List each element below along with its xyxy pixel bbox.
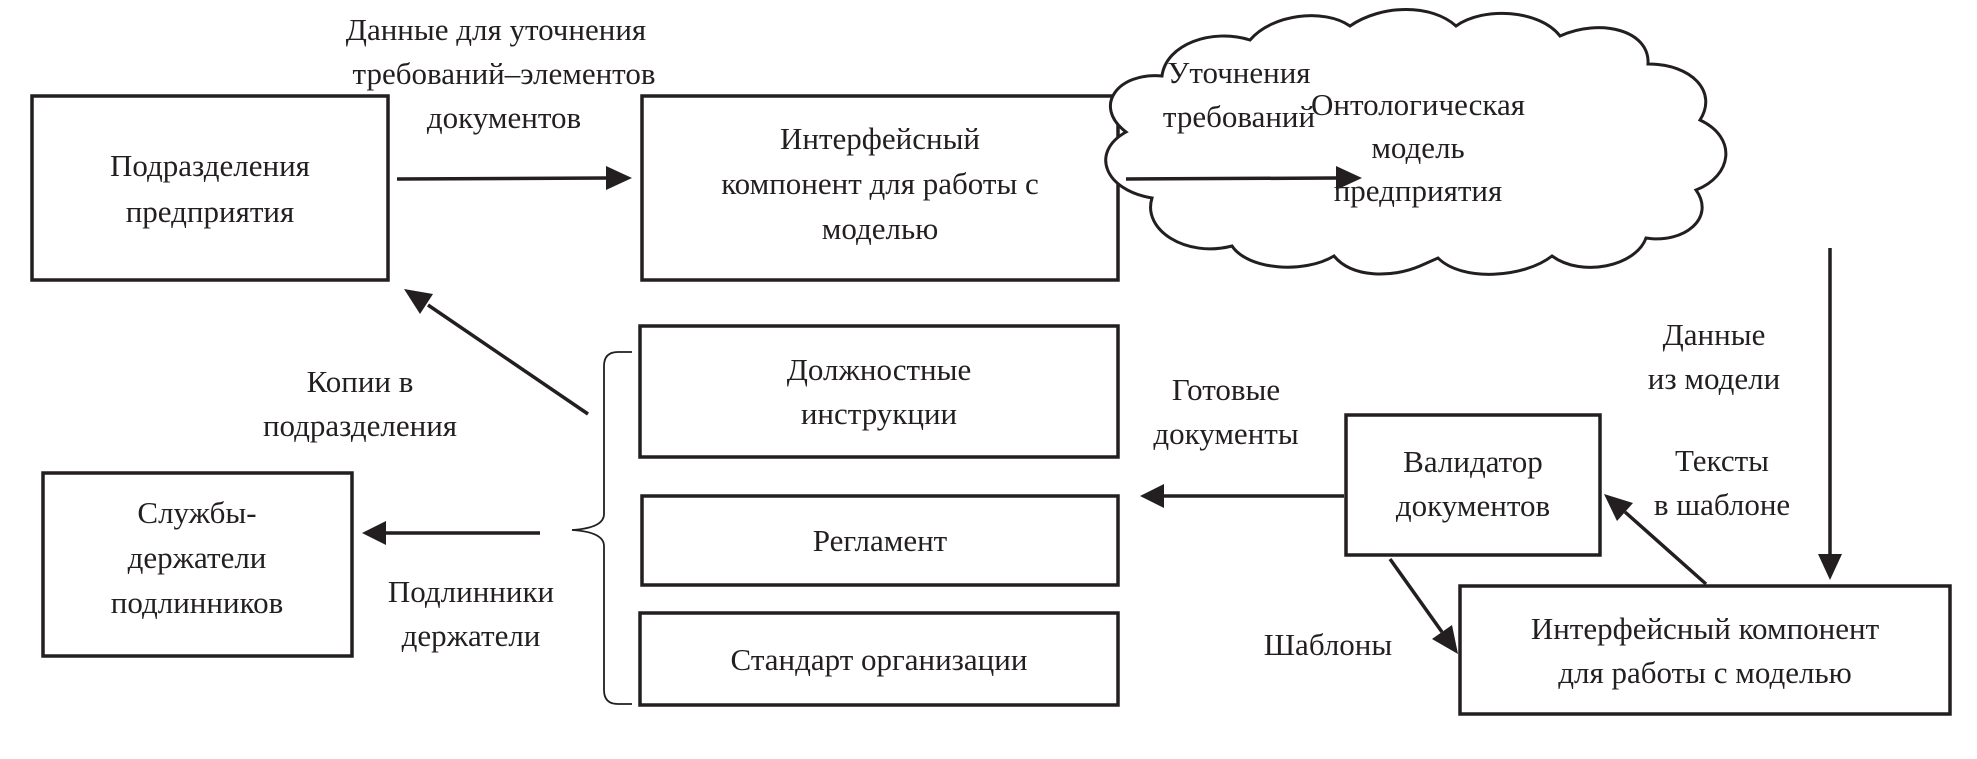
label-interface-to-ontology: Уточнения требований bbox=[1163, 55, 1315, 134]
label-validator-to-interface-bottom: Шаблоны bbox=[1264, 627, 1393, 662]
node-interface-top-line-1: Интерфейсный bbox=[780, 121, 980, 156]
label-divisions-to-interface-line-3: документов bbox=[427, 100, 581, 135]
arrow-interface-to-ontology bbox=[1125, 166, 1362, 190]
arrow-validator-to-documents bbox=[1140, 484, 1344, 508]
node-regulation: Регламент bbox=[640, 494, 1120, 587]
label-divisions-to-interface-line-1: Данные для уточнения bbox=[346, 12, 646, 47]
node-job-instructions: Должностные инструкции bbox=[638, 324, 1120, 459]
label-documents-to-holders-line-1: Подлинники bbox=[388, 574, 554, 609]
label-documents-to-divisions-line-2: подразделения bbox=[263, 408, 457, 443]
label-interface-bottom-to-validator-line-2: в шаблоне bbox=[1654, 487, 1790, 522]
node-interface-bottom-line-2: для работы с моделью bbox=[1558, 655, 1852, 690]
node-validator: Валидатор документов bbox=[1344, 413, 1602, 557]
node-interface-top: Интерфейсный компонент для работы с моде… bbox=[640, 94, 1120, 282]
node-divisions: Подразделения предприятия bbox=[30, 94, 390, 282]
node-job-instructions-line-1: Должностные bbox=[787, 352, 971, 387]
label-validator-to-documents-line-2: документы bbox=[1153, 416, 1298, 451]
node-holders-line-2: держатели bbox=[128, 540, 267, 575]
arrow-interface-bottom-to-validator bbox=[1604, 494, 1708, 586]
node-regulation-line-1: Регламент bbox=[813, 523, 948, 558]
arrow-ontology-to-interface-bottom bbox=[1818, 248, 1842, 580]
node-ontology-cloud: Онтологическая модель предприятия bbox=[1104, 8, 1728, 276]
label-interface-bottom-to-validator-line-1: Тексты bbox=[1675, 443, 1769, 478]
arrow-divisions-to-interface bbox=[396, 166, 632, 190]
node-ontology-line-1: Онтологическая bbox=[1311, 87, 1525, 122]
node-job-instructions-line-2: инструкции bbox=[801, 396, 957, 431]
arrow-documents-to-divisions bbox=[404, 289, 589, 416]
label-validator-to-interface-bottom-line-1: Шаблоны bbox=[1264, 627, 1393, 662]
node-org-standard: Стандарт организации bbox=[638, 611, 1120, 707]
label-ontology-to-interface-bottom: Данные из модели bbox=[1648, 317, 1780, 396]
arrow-documents-to-holders bbox=[362, 521, 540, 545]
node-validator-line-1: Валидатор bbox=[1403, 444, 1543, 479]
node-validator-line-2: документов bbox=[1396, 488, 1550, 523]
node-interface-top-line-3: моделью bbox=[822, 211, 939, 246]
label-validator-to-documents-line-1: Готовые bbox=[1172, 372, 1280, 407]
label-documents-to-holders-line-2: держатели bbox=[402, 618, 541, 653]
label-ontology-to-interface-bottom-line-2: из модели bbox=[1648, 361, 1780, 396]
label-interface-bottom-to-validator: Тексты в шаблоне bbox=[1654, 443, 1790, 522]
label-validator-to-documents: Готовые документы bbox=[1153, 372, 1298, 451]
node-holders-line-3: подлинников bbox=[111, 585, 283, 620]
node-interface-bottom-line-1: Интерфейсный компонент bbox=[1531, 611, 1880, 646]
node-ontology-line-3: предприятия bbox=[1334, 173, 1503, 208]
label-documents-to-divisions-line-1: Копии в bbox=[307, 364, 414, 399]
label-documents-to-divisions: Копии в подразделения bbox=[263, 364, 457, 443]
node-divisions-line-2: предприятия bbox=[126, 194, 295, 229]
label-interface-to-ontology-line-1: Уточнения bbox=[1167, 55, 1310, 90]
arrow-validator-to-interface-bottom bbox=[1388, 557, 1458, 654]
node-ontology-line-2: модель bbox=[1371, 130, 1464, 165]
label-interface-to-ontology-line-2: требований bbox=[1163, 99, 1315, 134]
node-org-standard-line-1: Стандарт организации bbox=[731, 642, 1028, 677]
node-interface-bottom: Интерфейсный компонент для работы с моде… bbox=[1458, 584, 1952, 716]
documents-group-brace bbox=[571, 351, 632, 705]
node-divisions-line-1: Подразделения bbox=[110, 148, 310, 183]
label-documents-to-holders: Подлинники держатели bbox=[388, 574, 554, 653]
label-divisions-to-interface: Данные для уточнения требований–элементо… bbox=[346, 12, 656, 135]
node-holders: Службы- держатели подлинников bbox=[41, 471, 354, 658]
label-ontology-to-interface-bottom-line-1: Данные bbox=[1663, 317, 1766, 352]
node-holders-line-1: Службы- bbox=[137, 495, 256, 530]
node-interface-top-line-2: компонент для работы с bbox=[721, 166, 1039, 201]
label-divisions-to-interface-line-2: требований–элементов bbox=[353, 56, 656, 91]
